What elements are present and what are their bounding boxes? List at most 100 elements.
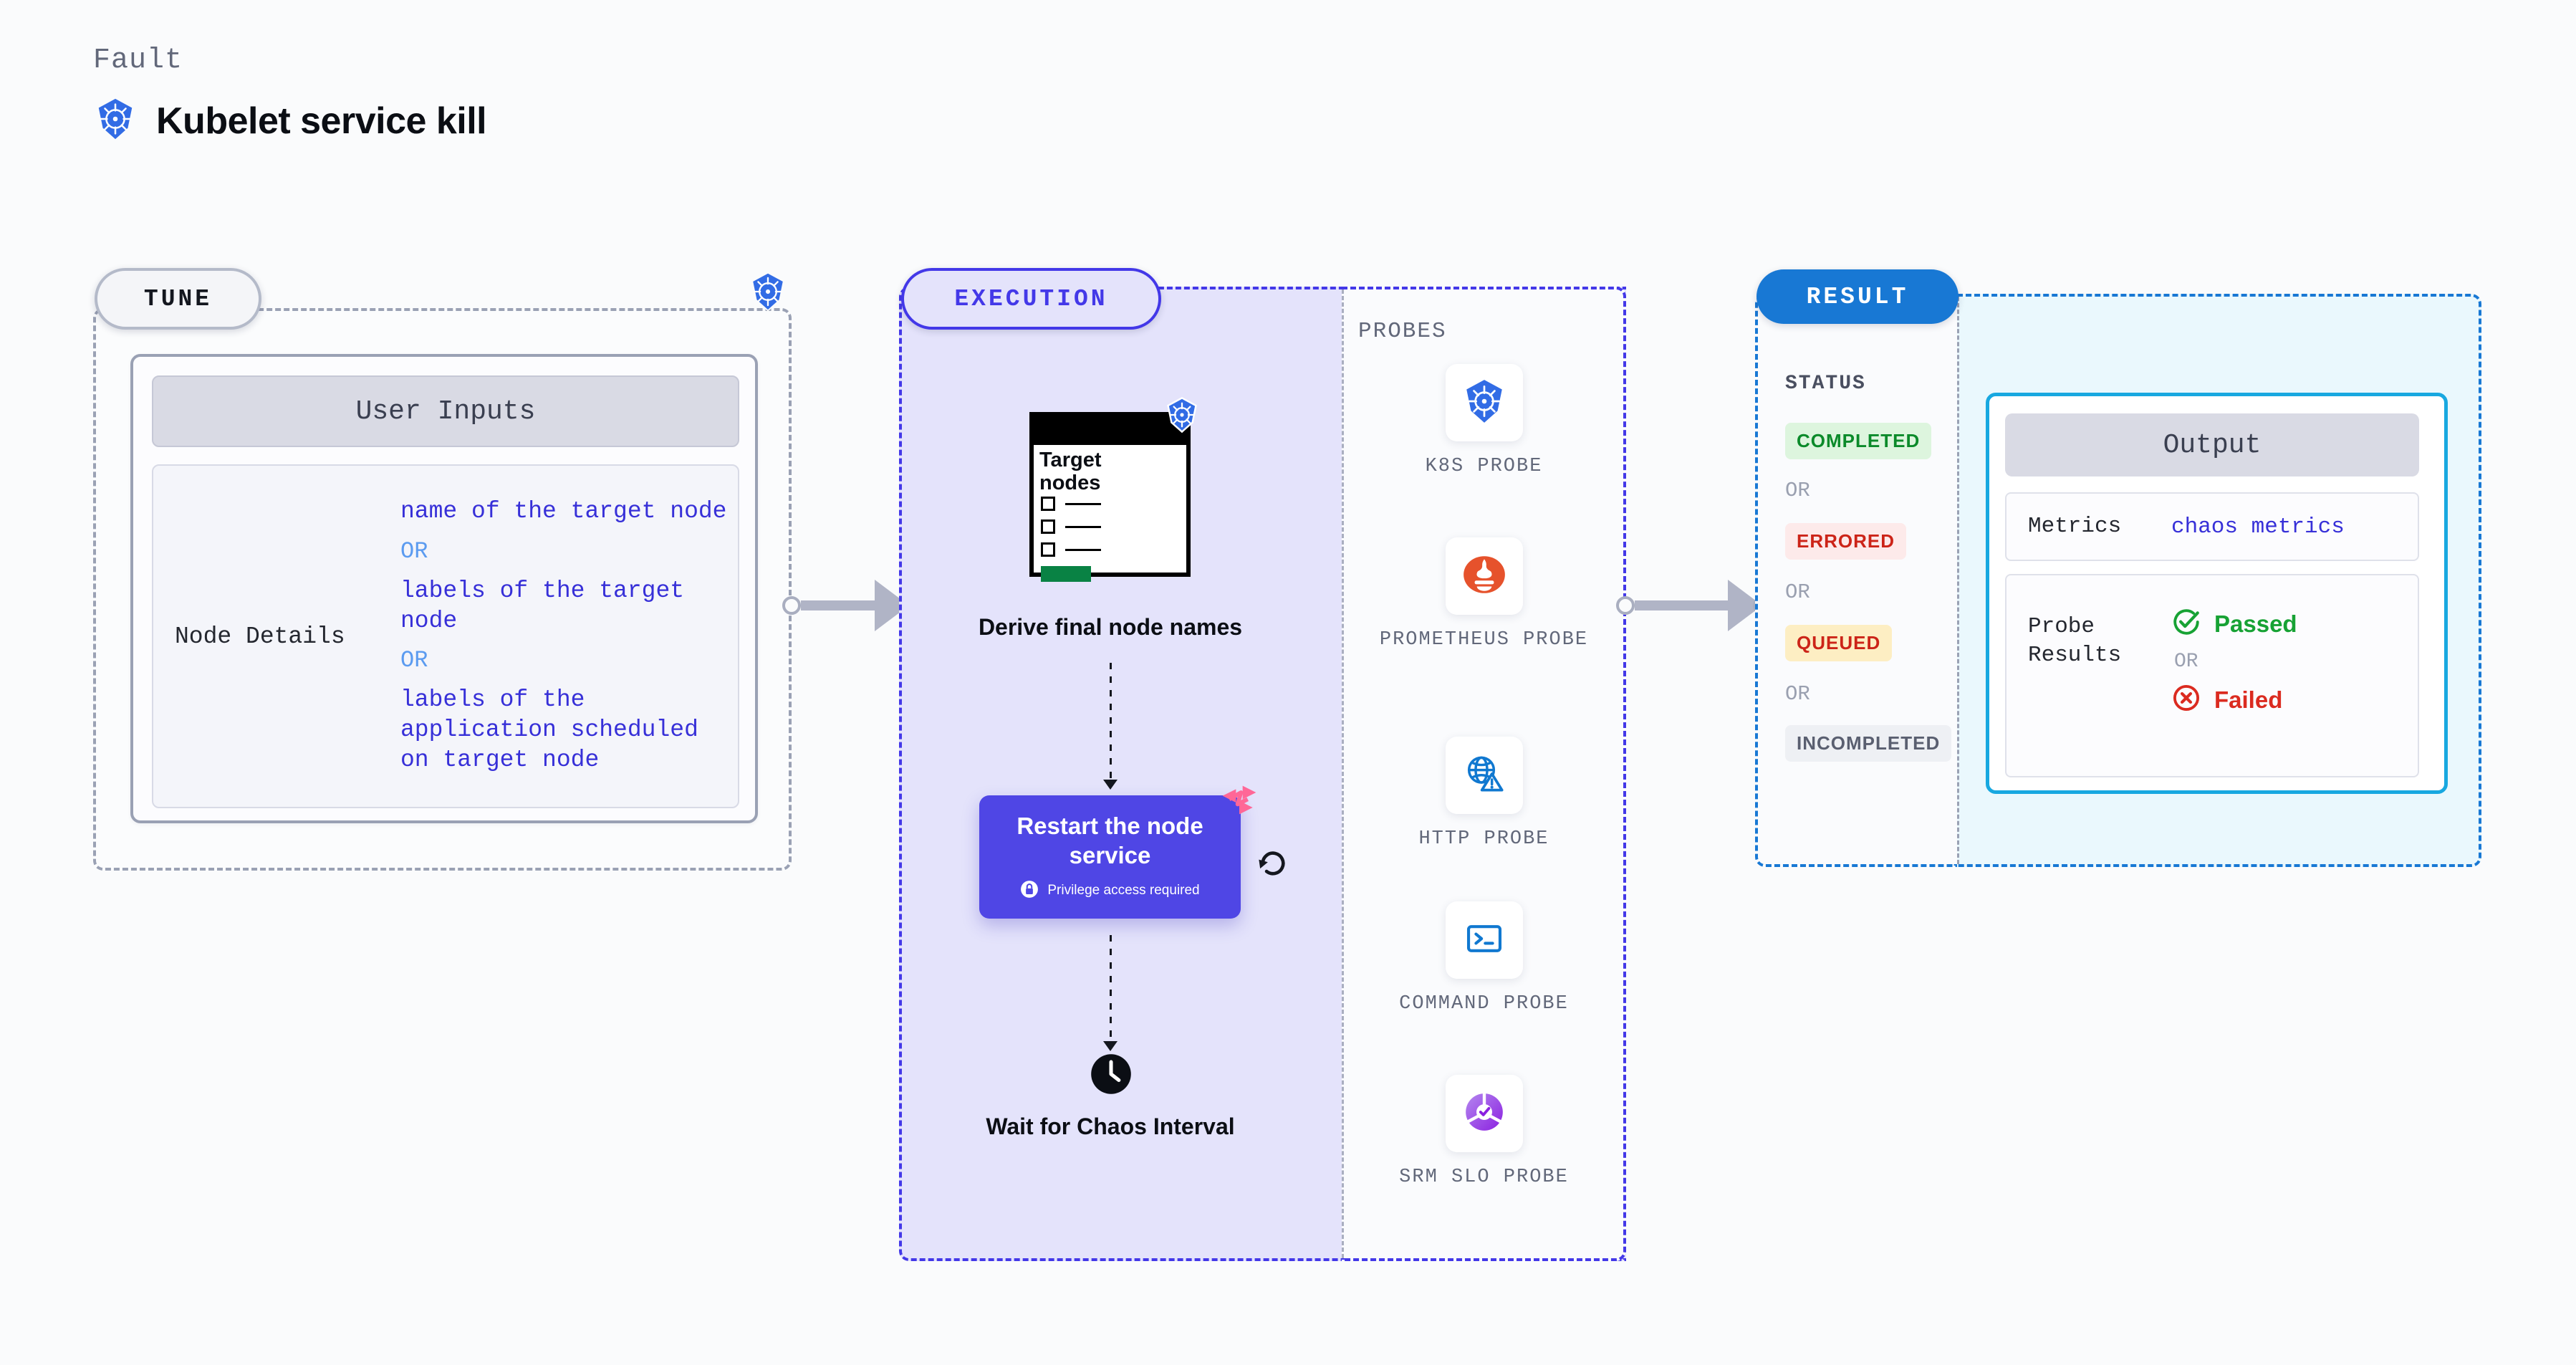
page-header: Fault Kubelet service kill xyxy=(93,44,487,145)
flow-arrow-shaft xyxy=(1110,663,1112,781)
result-pill[interactable]: RESULT xyxy=(1756,269,1959,324)
probe-tile xyxy=(1445,737,1523,814)
chaos-badge-icon xyxy=(1219,782,1259,826)
input-option-3: labels of the application scheduled on t… xyxy=(400,686,698,774)
kubernetes-icon xyxy=(1461,378,1508,428)
probe-item-prometheus[interactable]: PROMETHEUS PROBE xyxy=(1342,537,1626,654)
probe-result-failed: Failed xyxy=(2171,683,2297,717)
kubernetes-icon xyxy=(747,271,789,316)
probe-results-row: Probe Results Passed OR xyxy=(2005,574,2419,777)
probe-label: SRM SLO PROBE xyxy=(1399,1167,1569,1188)
input-option-2: labels of the target node xyxy=(400,577,685,634)
derive-final-node-names-label: Derive final node names xyxy=(978,614,1243,640)
probe-label: PROMETHEUS PROBE xyxy=(1379,629,1589,651)
probe-tile xyxy=(1445,1075,1523,1152)
restart-node-service-title: Restart the node service xyxy=(1017,813,1203,868)
checkbox-row xyxy=(1041,519,1101,534)
status-badge-queued: QUEUED xyxy=(1785,625,1893,661)
tune-panel: User Inputs Node Details name of the tar… xyxy=(93,308,792,871)
privilege-row: Privilege access required xyxy=(1020,880,1200,902)
or-separator-1: OR xyxy=(400,537,428,565)
connector-start-dot xyxy=(1616,596,1635,615)
checkbox-row xyxy=(1041,497,1101,511)
clock-icon xyxy=(1090,1053,1132,1098)
line-placeholder xyxy=(1065,502,1101,505)
user-inputs-card: User Inputs Node Details name of the tar… xyxy=(130,354,758,823)
checkbox-icon xyxy=(1041,542,1055,557)
restart-node-service-card[interactable]: Restart the node service Privilege acces… xyxy=(979,795,1241,919)
kubernetes-icon xyxy=(1163,396,1201,437)
refresh-loop-icon xyxy=(1255,846,1291,885)
output-card: Output Metrics chaos metrics Probe Resul… xyxy=(1986,393,2448,794)
probe-result-passed: Passed xyxy=(2171,607,2297,641)
status-panel xyxy=(1755,294,1957,867)
terminal-icon xyxy=(1462,916,1506,964)
user-inputs-title: User Inputs xyxy=(152,375,739,447)
probe-item-k8s[interactable]: K8S PROBE xyxy=(1342,364,1626,481)
kubernetes-icon xyxy=(93,97,138,145)
probe-tile xyxy=(1445,364,1523,441)
metrics-row: Metrics chaos metrics xyxy=(2005,492,2419,561)
passed-label: Passed xyxy=(2214,610,2297,637)
flow-arrow-head xyxy=(1103,780,1118,790)
progress-bar xyxy=(1041,566,1091,582)
status-badge-completed: COMPLETED xyxy=(1785,423,1932,459)
target-nodes-window xyxy=(1029,412,1191,577)
connector-start-dot xyxy=(782,596,801,615)
probe-result-or: OR xyxy=(2174,651,2198,673)
title-row: Kubelet service kill xyxy=(93,97,487,145)
status-or-3: OR xyxy=(1785,682,1810,706)
check-circle-icon xyxy=(2171,607,2201,641)
connector-shaft xyxy=(1635,600,1729,610)
probe-label: COMMAND PROBE xyxy=(1399,993,1569,1015)
probes-divider xyxy=(1342,289,1344,1258)
status-badge-errored: ERRORED xyxy=(1785,523,1907,560)
status-section-label: STATUS xyxy=(1785,373,1866,395)
metrics-key: Metrics xyxy=(2028,513,2122,539)
checkbox-icon xyxy=(1041,497,1055,511)
target-nodes-title: Target nodes xyxy=(1039,449,1102,494)
node-details-row: Node Details name of the target node OR … xyxy=(152,464,739,808)
or-separator-2: OR xyxy=(400,647,428,674)
globe-warning-icon xyxy=(1461,751,1507,800)
checkbox-row xyxy=(1041,542,1101,557)
connector-shaft xyxy=(801,600,876,610)
execution-pill[interactable]: EXECUTION xyxy=(901,268,1161,330)
probe-results-values: Passed OR Failed xyxy=(2171,575,2297,776)
probe-label: HTTP PROBE xyxy=(1418,828,1549,850)
node-details-values: name of the target node OR labels of the… xyxy=(400,466,738,807)
probe-item-http[interactable]: HTTP PROBE xyxy=(1342,737,1626,853)
probes-section-label: PROBES xyxy=(1358,319,1447,344)
line-placeholder xyxy=(1065,548,1101,551)
node-details-key: Node Details xyxy=(175,623,345,650)
window-titlebar xyxy=(1034,416,1186,445)
metrics-value: chaos metrics xyxy=(2171,514,2345,540)
lock-icon xyxy=(1020,880,1039,902)
tune-pill[interactable]: TUNE xyxy=(95,268,261,330)
failed-label: Failed xyxy=(2214,686,2283,713)
connector-execution-to-result xyxy=(1616,566,1772,645)
wait-for-chaos-interval-label: Wait for Chaos Interval xyxy=(986,1113,1235,1139)
probe-item-srm-slo[interactable]: SRM SLO PROBE xyxy=(1342,1075,1626,1192)
probe-tile xyxy=(1445,537,1523,615)
checkbox-icon xyxy=(1041,519,1055,534)
probe-item-command[interactable]: COMMAND PROBE xyxy=(1342,901,1626,1018)
page-title: Kubelet service kill xyxy=(156,100,487,142)
probe-label: K8S PROBE xyxy=(1425,456,1543,477)
status-badge-incompleted: INCOMPLETED xyxy=(1785,725,1952,762)
connector-tune-to-execution xyxy=(782,566,918,645)
line-placeholder xyxy=(1065,525,1101,528)
x-circle-icon xyxy=(2171,683,2201,717)
status-or-2: OR xyxy=(1785,580,1810,604)
privilege-text: Privilege access required xyxy=(1047,883,1200,899)
probe-tile xyxy=(1445,901,1523,979)
flow-arrow-head xyxy=(1103,1041,1118,1051)
probe-results-key: Probe Results xyxy=(2028,614,2122,669)
flow-arrow-shaft xyxy=(1110,935,1112,1043)
output-card-title: Output xyxy=(2005,413,2419,476)
target-nodes-card: Target nodes xyxy=(1029,412,1191,582)
fault-label: Fault xyxy=(93,44,183,77)
prometheus-icon xyxy=(1461,551,1508,602)
status-or-1: OR xyxy=(1785,479,1810,502)
srm-slo-icon xyxy=(1462,1090,1506,1138)
